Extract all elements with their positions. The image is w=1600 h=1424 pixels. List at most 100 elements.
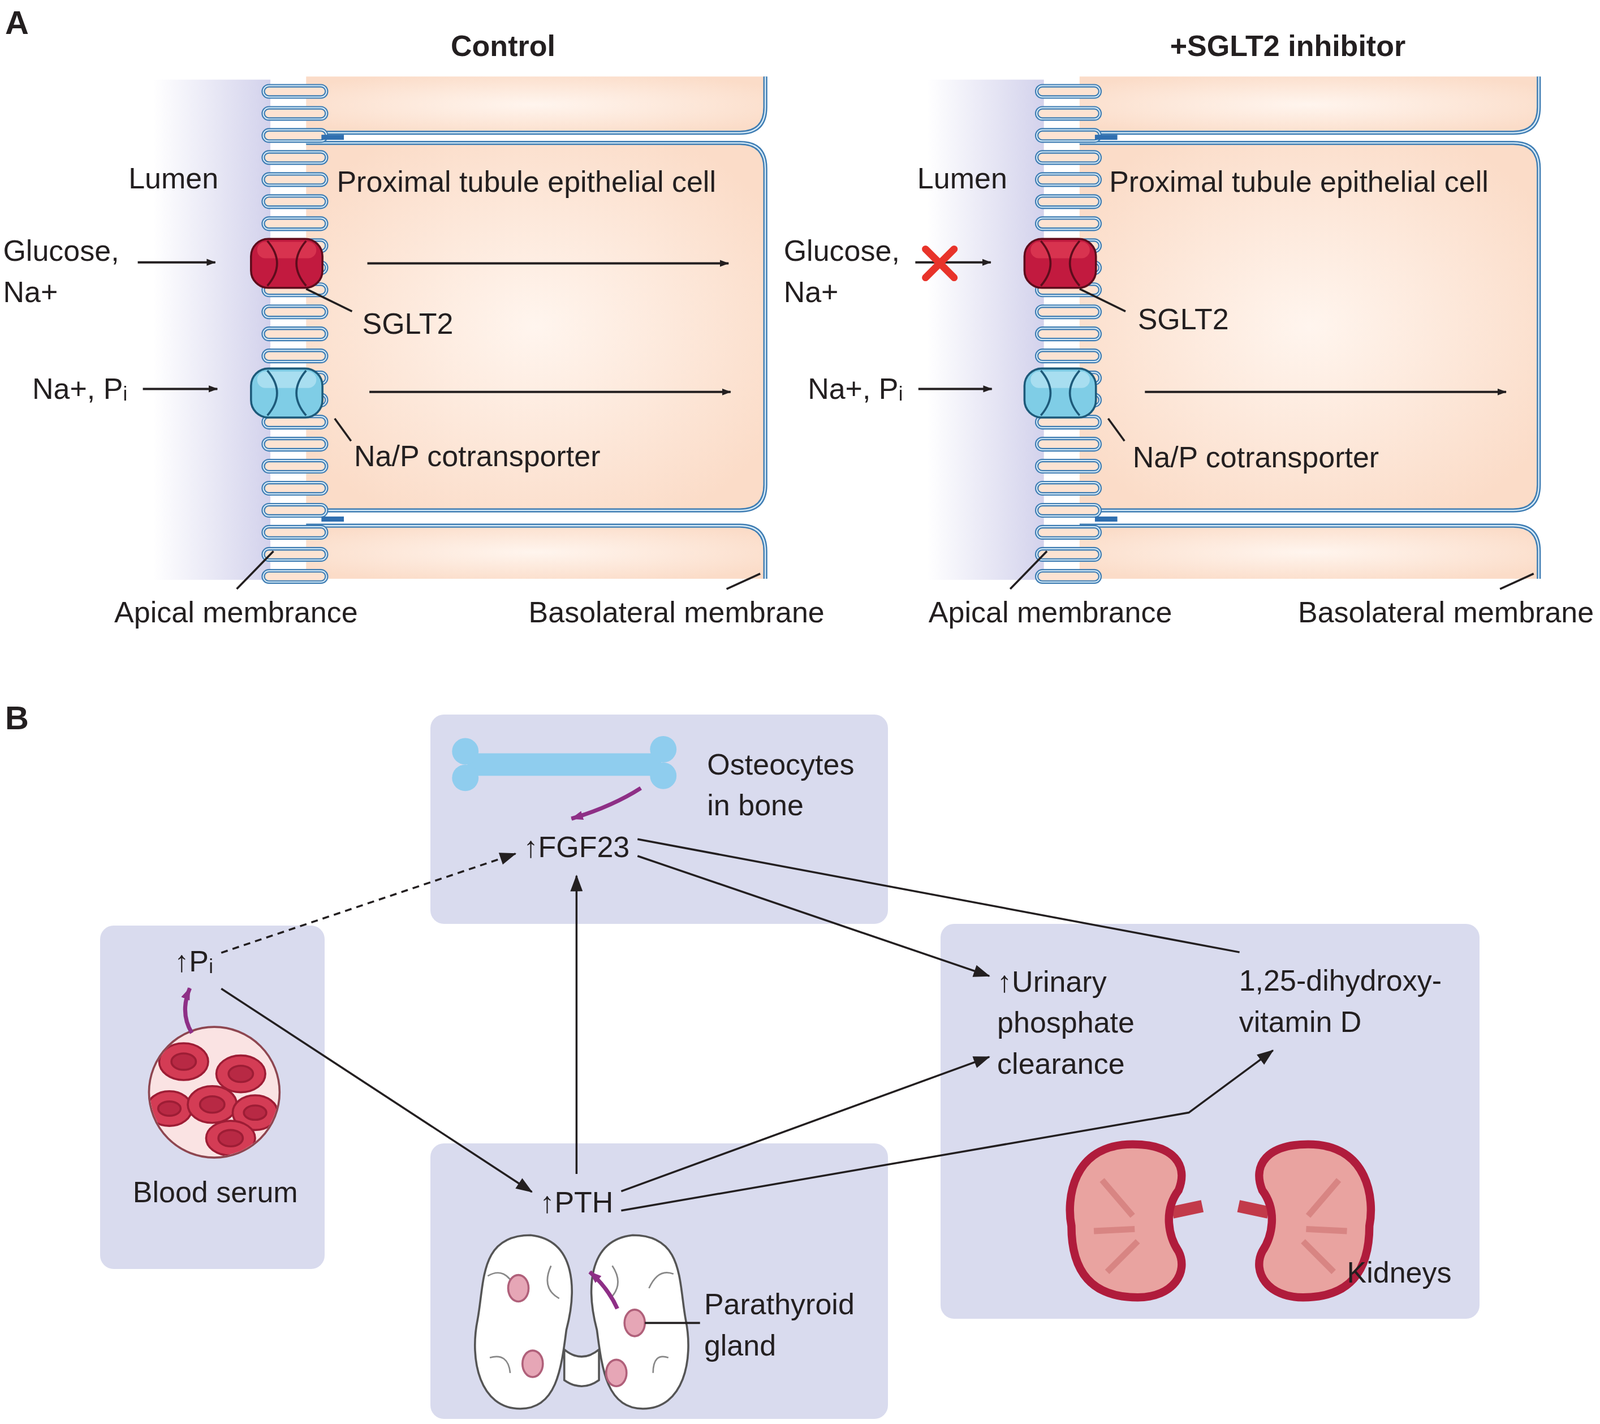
- cell-illustration: [926, 76, 1539, 589]
- microvillus: [262, 173, 327, 185]
- illustration-circle: [451, 738, 479, 765]
- hormone-node: ↑FGF23: [520, 824, 632, 870]
- illustration-ellipse: [522, 1350, 543, 1377]
- microvillus: [262, 328, 327, 340]
- hormone-node: ↑PTH: [537, 1179, 616, 1226]
- blocked-mark: [925, 248, 955, 278]
- illustration-path: [305, 525, 766, 579]
- microvillus: [262, 108, 327, 120]
- illustration-path: [305, 76, 766, 133]
- illustration-ellipse: [216, 1055, 266, 1093]
- substrate-label: Na+, Pᵢ: [807, 368, 904, 410]
- illustration-path: [1070, 1144, 1183, 1298]
- illustration-rect: [251, 368, 323, 418]
- illustration-path: [143, 387, 218, 390]
- microvillus: [262, 130, 327, 142]
- microvilli: [262, 85, 327, 582]
- node-text: ↑Pᵢ: [174, 940, 214, 982]
- panel-title: Control: [450, 25, 556, 67]
- microvillus: [262, 195, 327, 207]
- cell-illustration: [153, 76, 766, 589]
- illustration-path: [915, 261, 991, 264]
- sglt2-transporter: [251, 238, 323, 288]
- membrane-name: Apical membrance: [928, 591, 1173, 633]
- illustration-path: [137, 261, 216, 264]
- microvillus: [262, 460, 327, 472]
- microvillus: [262, 85, 327, 98]
- illustration-ellipse: [624, 1309, 645, 1336]
- node-text: Proximal tubule epithelial cell: [1109, 161, 1489, 203]
- microvillus: [262, 548, 327, 560]
- panel-letter: B: [5, 694, 29, 741]
- panel-box: Kidneys↑Urinary phosphate clearance1,25-…: [940, 923, 1480, 1319]
- microvillus: [262, 130, 327, 142]
- illustration-ellipse: [243, 1105, 267, 1120]
- illustration-path: [305, 143, 766, 511]
- microvillus: [262, 570, 327, 582]
- illustration-path: [1144, 390, 1507, 394]
- microvillus: [262, 482, 327, 494]
- membrane-name: Apical membrance: [114, 591, 359, 633]
- illustration-rect: [257, 371, 317, 388]
- tight-junction: [321, 516, 344, 522]
- illustration-ellipse: [228, 1065, 253, 1082]
- microvillus: [262, 151, 327, 163]
- node-text: ↑Urinary phosphate clearance: [997, 960, 1135, 1085]
- illustration-path: [369, 390, 731, 394]
- secretion-arrow: [589, 1271, 618, 1309]
- effect-node: 1,25-dihydroxy-vitamin D: [1236, 957, 1457, 1045]
- illustration-path: [918, 387, 993, 390]
- substrate-label: Glucose, Na+: [2, 230, 119, 313]
- node-text: Proximal tubule epithelial cell: [336, 161, 717, 203]
- illustration-ellipse: [187, 1085, 237, 1123]
- na-p-cotransporter: [251, 368, 323, 418]
- membrane-name: Basolateral membrane: [1297, 591, 1594, 633]
- microvillus: [262, 217, 327, 230]
- illustration-path: [1093, 1179, 1138, 1272]
- substrate-label: Glucose, Na+: [783, 230, 900, 313]
- node-text: ↑FGF23: [523, 826, 630, 868]
- node-text: Lumen: [128, 157, 219, 200]
- illustration-ellipse: [200, 1096, 225, 1113]
- illustration-path: [267, 370, 307, 416]
- illustration-path: [305, 143, 766, 511]
- transporter-name: Na/P cotransporter: [1132, 436, 1379, 478]
- microvillus: [262, 504, 327, 516]
- illustration-rect: [467, 753, 662, 776]
- leader-lines: [236, 289, 761, 589]
- panel-title: +SGLT2 inhibitor: [1170, 25, 1406, 67]
- blood-sample: [147, 1026, 280, 1158]
- effect-node: ↑Urinary phosphate clearance: [994, 958, 1137, 1087]
- node-text: Osteocytes in bone: [706, 743, 863, 827]
- microvillus: [262, 526, 327, 538]
- microvillus: [262, 460, 327, 472]
- illustration-path: [305, 525, 766, 579]
- microvillus: [262, 85, 327, 98]
- illustration-path: [305, 76, 766, 133]
- illustration-path: [305, 289, 352, 312]
- microvillus: [262, 173, 327, 185]
- microvillus: [262, 350, 327, 362]
- transporter-name: Na/P cotransporter: [354, 435, 601, 477]
- illustration-rect: [257, 242, 317, 259]
- illustration-ellipse: [158, 1101, 181, 1116]
- substrate-label: Na+, Pᵢ: [32, 368, 128, 410]
- illustration-path: [925, 248, 955, 278]
- node-text: 1,25-dihydroxy-vitamin D: [1239, 959, 1455, 1043]
- illustration-path: [305, 76, 766, 133]
- microvillus: [262, 438, 327, 450]
- tight-junction: [321, 134, 344, 140]
- illustration-circle: [649, 735, 677, 763]
- illustration-path: [305, 143, 766, 511]
- node-text: Lumen: [917, 157, 1008, 200]
- illustration-path: [236, 550, 274, 589]
- microvillus: [262, 305, 327, 318]
- node-text: Parathyroid gland: [704, 1283, 855, 1366]
- microvillus: [262, 195, 327, 207]
- illustration-path: [305, 525, 766, 579]
- node-text: Blood serum: [132, 1171, 299, 1213]
- illustration-path: [925, 248, 955, 278]
- serum-node: ↑Pᵢ: [171, 938, 216, 985]
- illustration-ellipse: [606, 1359, 627, 1386]
